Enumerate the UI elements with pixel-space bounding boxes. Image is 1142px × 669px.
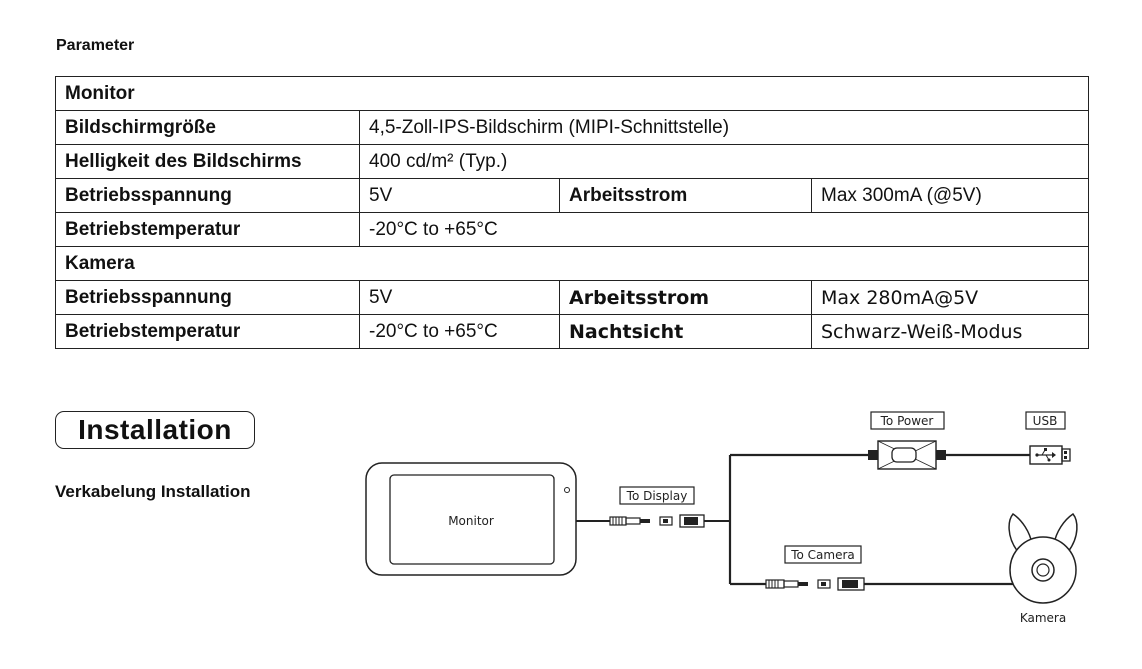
label-night-vision: Nachtsicht xyxy=(559,314,812,349)
label-screen-size: Bildschirmgröße xyxy=(55,110,360,145)
table-row: Monitor xyxy=(54,76,1090,111)
value-night-vision: Schwarz-Weiß-Modus xyxy=(810,314,1090,349)
to-display-label: To Display xyxy=(626,489,688,503)
table-row: Kamera xyxy=(54,246,1090,281)
label-camera-current: Arbeitsstrom xyxy=(559,280,812,315)
installation-title: Installation xyxy=(55,411,255,449)
label-brightness: Helligkeit des Bildschirms xyxy=(55,144,360,179)
table-row: Betriebstemperatur -20°C to +65°C xyxy=(55,212,1090,247)
section-monitor: Monitor xyxy=(54,76,1090,111)
label-monitor-temp: Betriebstemperatur xyxy=(55,212,360,247)
label-camera-temp: Betriebstemperatur xyxy=(55,314,360,349)
to-camera-label: To Camera xyxy=(790,548,855,562)
table-row: Betriebstemperatur -20°C to +65°C Nachts… xyxy=(55,314,1090,349)
label-monitor-current: Arbeitsstrom xyxy=(559,178,812,213)
value-monitor-voltage: 5V xyxy=(359,178,560,213)
table-row: Helligkeit des Bildschirms 400 cd/m² (Ty… xyxy=(55,144,1090,179)
value-camera-voltage: 5V xyxy=(359,280,560,315)
usb-label: USB xyxy=(1033,414,1058,428)
value-brightness: 400 cd/m² (Typ.) xyxy=(358,144,1090,179)
camera-label: Kamera xyxy=(1020,611,1066,625)
value-camera-current: Max 280mA@5V xyxy=(810,280,1090,315)
value-screen-size: 4,5-Zoll-IPS-Bildschirm (MIPI-Schnittste… xyxy=(358,110,1090,145)
table-row: Bildschirmgröße 4,5-Zoll-IPS-Bildschirm … xyxy=(55,110,1090,145)
parameter-table: Monitor Bildschirmgröße 4,5-Zoll-IPS-Bil… xyxy=(54,76,1090,349)
display-connector xyxy=(576,514,730,528)
value-camera-temp: -20°C to +65°C xyxy=(359,314,560,349)
camera-device: Kamera xyxy=(1008,513,1078,625)
power-module xyxy=(868,440,1030,470)
wiring-subtitle: Verkabelung Installation xyxy=(55,482,251,501)
section-camera: Kamera xyxy=(54,246,1090,281)
value-monitor-temp: -20°C to +65°C xyxy=(358,212,1090,247)
to-power-label: To Power xyxy=(880,414,934,428)
section-heading-parameter: Parameter xyxy=(56,37,135,54)
monitor-label: Monitor xyxy=(448,514,494,528)
monitor-device: Monitor xyxy=(365,462,577,576)
camera-connector xyxy=(765,577,1014,591)
usb-plug-icon xyxy=(1029,445,1071,465)
